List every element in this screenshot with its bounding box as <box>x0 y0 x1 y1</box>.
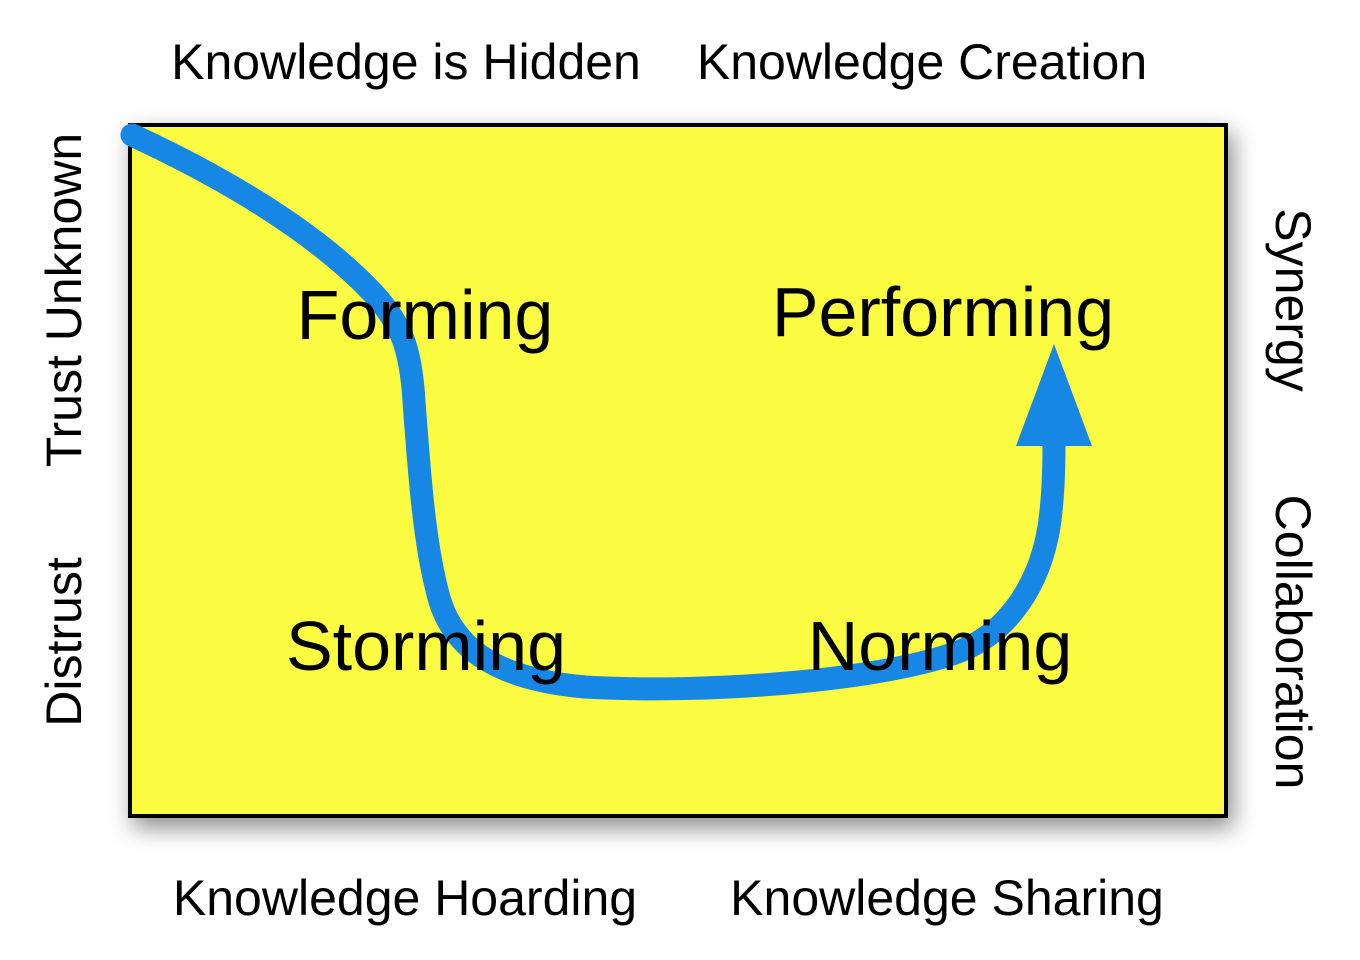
axis-label-trust-unknown: Trust Unknown <box>36 132 92 468</box>
axis-label-knowledge-creation: Knowledge Creation <box>696 34 1148 90</box>
axis-label-knowledge-hoarding: Knowledge Hoarding <box>172 870 638 926</box>
axis-label-distrust: Distrust <box>36 557 92 727</box>
axis-label-knowledge-is-hidden: Knowledge is Hidden <box>171 34 641 90</box>
stage-label-norming: Norming <box>807 607 1073 685</box>
axis-label-knowledge-sharing: Knowledge Sharing <box>730 870 1164 926</box>
stage-label-storming: Storming <box>285 607 567 685</box>
axis-label-synergy: Synergy <box>1265 208 1321 392</box>
stage-label-performing: Performing <box>771 273 1115 351</box>
stage-label-forming: Forming <box>296 276 554 354</box>
quadrant-box <box>128 123 1228 818</box>
axis-label-collaboration: Collaboration <box>1265 494 1321 790</box>
